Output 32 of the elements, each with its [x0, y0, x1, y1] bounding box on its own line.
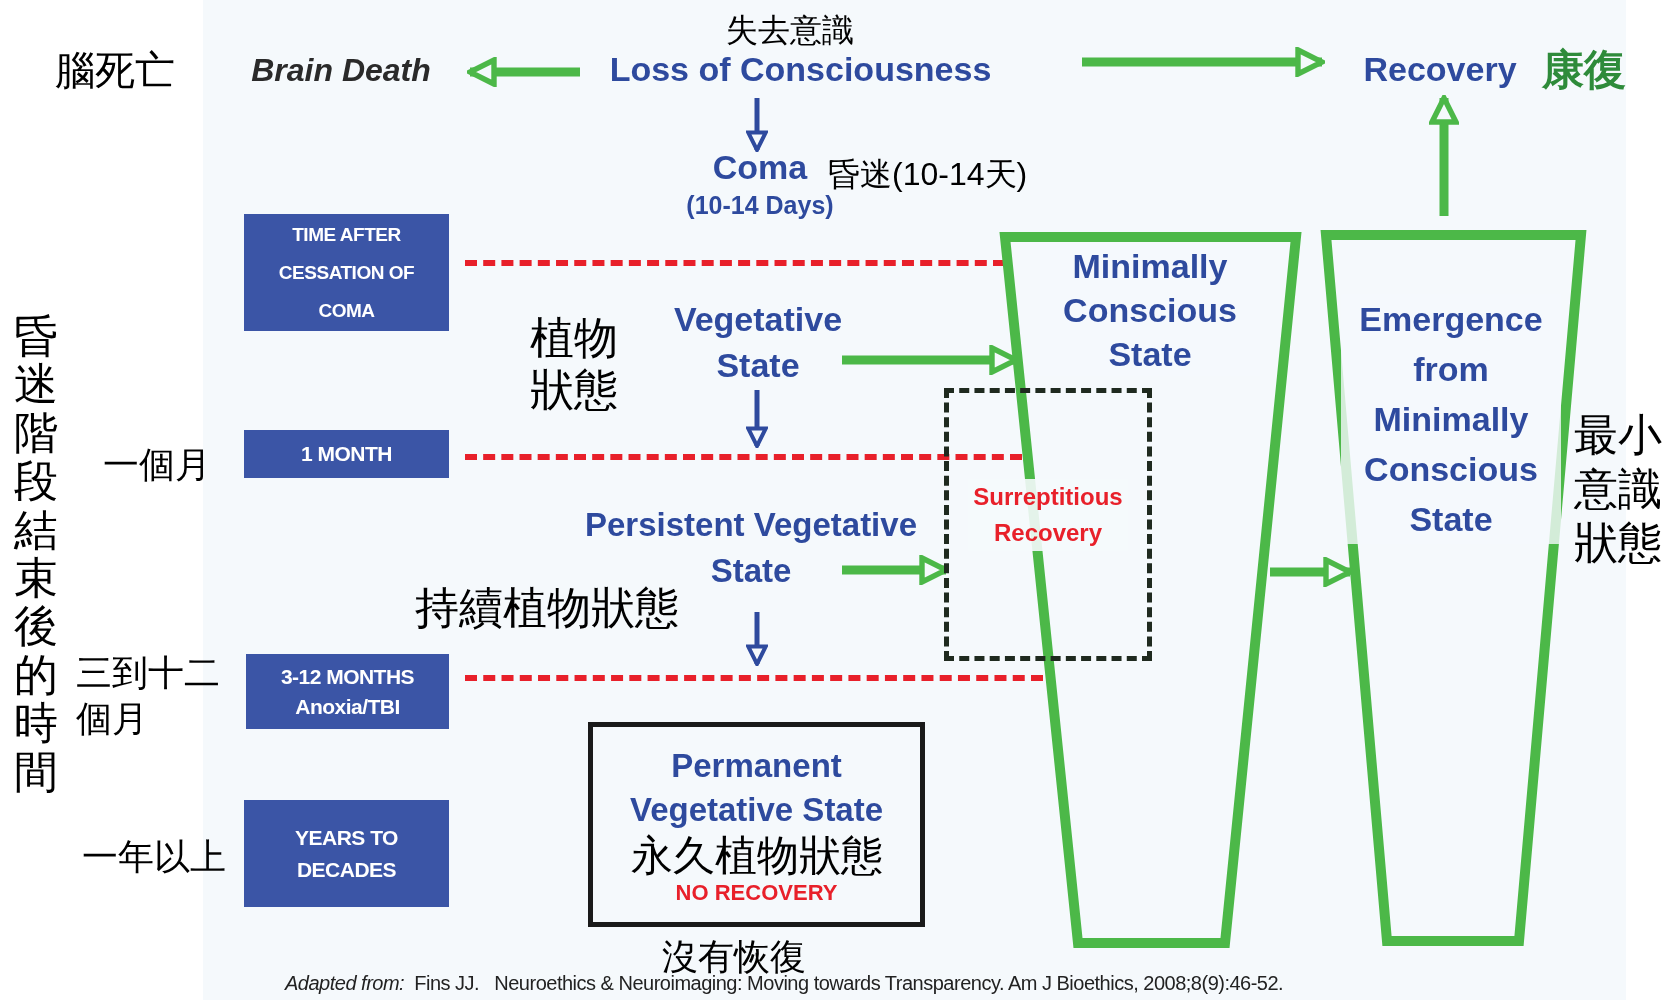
chinese-label: 一年以上: [82, 835, 226, 879]
arrow: [746, 98, 768, 152]
chinese-label: 腦死亡: [55, 47, 175, 94]
time-period-box: 1 MONTH: [244, 430, 449, 478]
arrow: [746, 612, 768, 666]
status-label: NO RECOVERY: [675, 879, 838, 906]
dashed-box: [944, 388, 1152, 661]
time-period-box: TIME AFTER CESSATION OF COMA: [244, 214, 449, 331]
arrow: [1082, 47, 1325, 77]
state-label: Permanent Vegetative State: [628, 745, 885, 830]
arrow: [842, 555, 949, 585]
time-period-box: YEARS TO DECADES: [244, 800, 449, 907]
state-label: Brain Death: [251, 51, 431, 90]
state-label: Vegetative State: [672, 299, 844, 386]
chinese-label: 一個月: [103, 443, 211, 487]
chinese-label: 持續植物狀態: [415, 582, 679, 634]
chinese-label: 失去意識: [725, 11, 855, 50]
arrow: [1270, 557, 1353, 587]
state-label: Loss of Consciousness: [609, 49, 992, 90]
arrow: [1429, 95, 1459, 216]
state-label: Recovery: [1363, 49, 1517, 90]
axis-label: 昏迷階段結束後的時間: [14, 312, 58, 796]
time-period-box: 3-12 MONTHS Anoxia/TBI: [246, 654, 449, 729]
arrow: [746, 390, 768, 448]
chinese-label: 永久植物狀態: [630, 831, 883, 880]
arrow: [467, 57, 580, 87]
chinese-label: 三到十二個月: [76, 651, 221, 741]
chinese-label: 植物狀態: [530, 312, 619, 416]
state-label: Coma: [712, 147, 808, 188]
chinese-label: 康復: [1542, 45, 1626, 95]
outcome-box: [588, 722, 925, 927]
chinese-label: 最小意識狀態: [1574, 409, 1663, 569]
